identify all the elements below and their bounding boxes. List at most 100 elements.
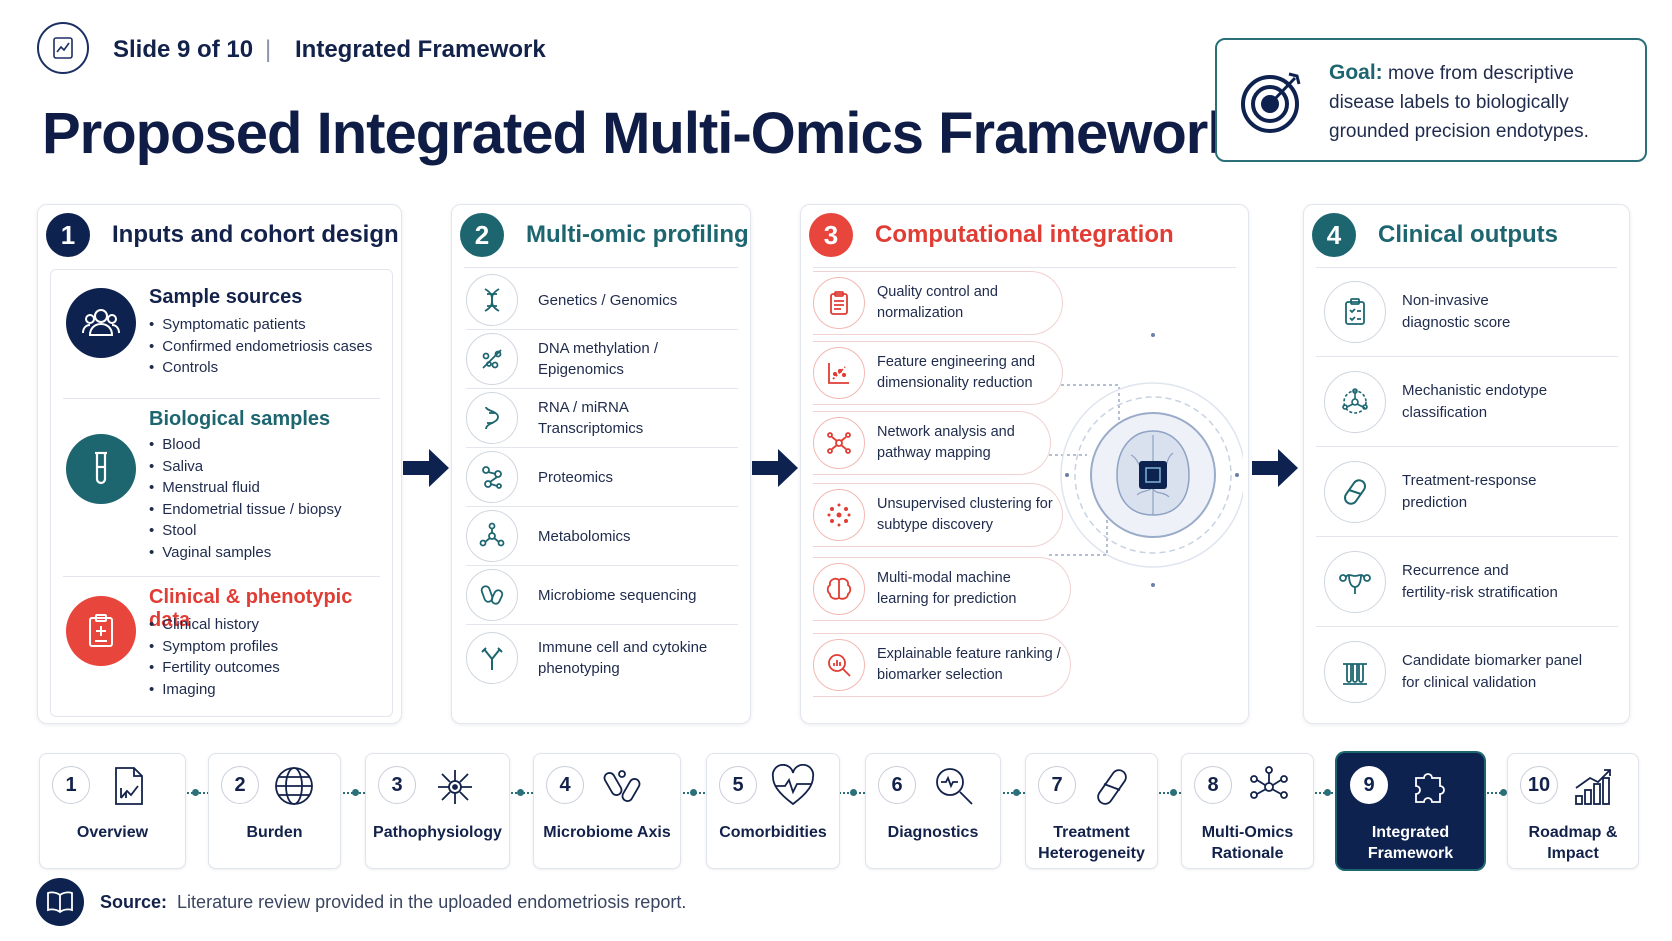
list-item: RNA / miRNA Transcriptomics [466, 389, 738, 448]
goal-description: move from descriptive disease labels to … [1329, 63, 1589, 142]
item-label: subtype discovery [877, 517, 994, 533]
brain-icon [813, 563, 865, 615]
protein-icon [466, 451, 518, 503]
molecule-icon [466, 510, 518, 562]
list-item: Unsupervised clustering for subtype disco… [813, 483, 1063, 547]
nav-slide-3[interactable]: 3 Pathophysiology [365, 753, 510, 869]
list-item: Imaging [149, 679, 280, 701]
item-label: DNA methylation / [538, 340, 659, 357]
item-label: prediction [1402, 493, 1468, 511]
pill-icon [1324, 460, 1386, 523]
item-label: pathway mapping [877, 445, 991, 461]
people-icon [66, 288, 136, 358]
nav-slide-1[interactable]: 1 Overview [39, 753, 186, 869]
nav-number: 6 [878, 766, 916, 804]
nav-slide-2[interactable]: 2 Burden [208, 753, 341, 869]
list-item: Symptomatic patients [149, 314, 372, 336]
outputs-panel-title: Clinical outputs [1378, 221, 1558, 248]
item-label: Mechanistic endotype [1402, 381, 1548, 399]
nav-slide-10[interactable]: 10 Roadmap & Impact [1507, 753, 1639, 869]
nav-label: Rationale [1211, 845, 1284, 862]
nav-label: Comorbidities [719, 824, 827, 841]
magnifier-chart-icon [813, 639, 865, 691]
list-item: Symptom profiles [149, 636, 280, 658]
scatter-plot-icon [813, 347, 865, 399]
capsule-icon [1097, 769, 1127, 805]
step-badge-3: 3 [809, 213, 853, 257]
nav-label: Treatment [1053, 824, 1130, 841]
nav-label: Pathophysiology [373, 824, 502, 841]
item-label: learning for prediction [877, 591, 1017, 607]
antibody-icon [466, 632, 518, 684]
nav-number: 9 [1350, 766, 1388, 804]
clipboard-icon [66, 596, 136, 666]
document-chart-icon [115, 767, 143, 805]
step-badge-1: 1 [46, 213, 90, 257]
diagnostic-search-icon [936, 768, 973, 805]
list-item: Blood [149, 434, 342, 456]
cell-icon [438, 770, 472, 804]
item-label: Proteomics [538, 468, 614, 486]
diagnostic-checklist-icon [1324, 280, 1386, 343]
nav-label: Overview [76, 824, 149, 841]
biological-samples-list: Blood Saliva Menstrual fluid Endometrial… [149, 434, 342, 564]
list-item: Clinical history [149, 614, 280, 636]
list-item: Vaginal samples [149, 542, 342, 564]
nav-slide-6[interactable]: 6 Diagnostics [865, 753, 1001, 869]
nav-number: 2 [221, 766, 259, 804]
nav-number: 5 [719, 766, 757, 804]
nav-number: 1 [52, 766, 90, 804]
goal-box: Goal: move from descriptive disease labe… [1215, 38, 1647, 162]
nav-label: Integrated [1371, 824, 1450, 841]
globe-icon [275, 767, 313, 805]
sample-sources-list: Symptomatic patients Confirmed endometri… [149, 314, 372, 379]
source-text: Literature review provided in the upload… [177, 892, 687, 912]
book-icon [36, 878, 84, 926]
nav-label: Microbiome Axis [543, 824, 671, 841]
nav-label: Roadmap & [1528, 824, 1618, 841]
item-label: Quality control and [877, 284, 998, 300]
integration-panel: 3 Computational integration Quality cont… [800, 204, 1249, 724]
item-label: Non-invasive [1402, 291, 1489, 309]
nav-slide-4[interactable]: 4 Microbiome Axis [533, 753, 681, 869]
item-label: Unsupervised clustering for [877, 496, 1053, 512]
uterus-icon [1324, 550, 1386, 613]
item-label: Treatment-response [1402, 471, 1537, 489]
item-label: normalization [877, 305, 964, 321]
list-item: Saliva [149, 456, 342, 478]
slide-icon [37, 22, 89, 74]
item-label: RNA / miRNA [538, 399, 629, 416]
methylation-icon [466, 333, 518, 385]
integration-panel-title: Computational integration [875, 221, 1174, 248]
item-label: Recurrence and [1402, 561, 1509, 579]
nav-number: 10 [1520, 766, 1558, 804]
goal-label: Goal: [1329, 61, 1383, 84]
item-label: classification [1402, 403, 1488, 421]
profiling-panel: 2 Multi-omic profiling Genetics / Genomi… [451, 204, 751, 724]
item-label: Feature engineering and [877, 354, 1036, 370]
network-icon [813, 417, 865, 469]
nav-number: 7 [1038, 766, 1076, 804]
nav-label: Impact [1547, 845, 1599, 862]
item-label: Immune cell and cytokine [538, 639, 708, 656]
section-title: Biological samples [149, 408, 331, 430]
item-label: biomarker selection [877, 667, 1003, 683]
rna-icon [466, 392, 518, 444]
list-item: Microbiome sequencing [466, 566, 738, 625]
inputs-panel-title: Inputs and cohort design [112, 221, 399, 248]
nav-slide-5[interactable]: 5 Comorbidities [706, 753, 840, 869]
growth-chart-icon [1575, 769, 1611, 805]
nav-label: Framework [1367, 845, 1454, 862]
goal-text: Goal: move from descriptive disease labe… [1329, 58, 1639, 146]
page-title: Proposed Integrated Multi-Omics Framewor… [42, 101, 1240, 166]
item-label: Transcriptomics [538, 420, 644, 437]
